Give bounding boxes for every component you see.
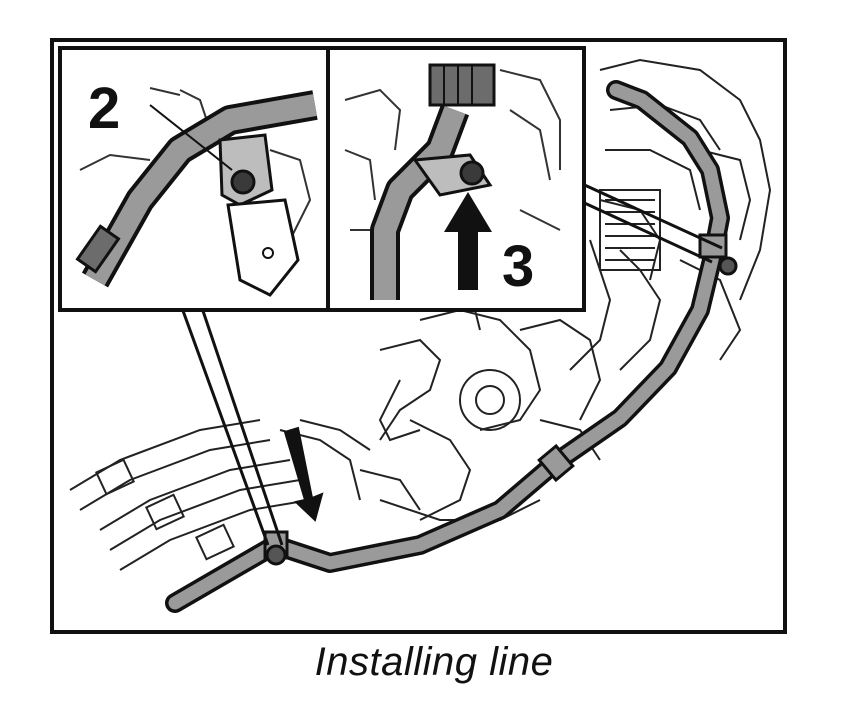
inset-left: 2 bbox=[75, 76, 318, 297]
leader-lines bbox=[180, 180, 723, 546]
callout-3: 3 bbox=[502, 234, 534, 299]
fastener-bolt-icon bbox=[459, 160, 485, 186]
engine-sketch bbox=[69, 58, 772, 571]
callout-2: 2 bbox=[88, 76, 120, 141]
inset-right: 3 bbox=[344, 63, 561, 300]
fastener-bolt-icon bbox=[265, 544, 287, 566]
installation-diagram: 2 3 bbox=[50, 38, 787, 634]
figure-caption: Installing line bbox=[314, 640, 554, 684]
fastener-bolt-icon bbox=[230, 169, 256, 195]
fastener-bolt-icon bbox=[718, 256, 738, 276]
down-arrow-icon bbox=[283, 426, 324, 522]
up-arrow-icon bbox=[444, 192, 492, 290]
